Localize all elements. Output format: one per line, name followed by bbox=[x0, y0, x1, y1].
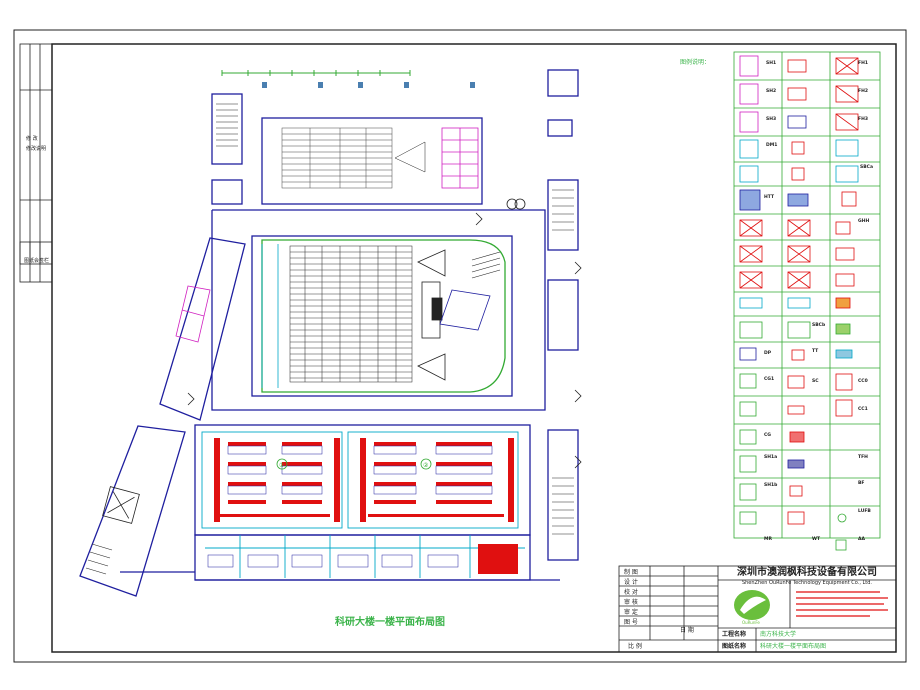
lab-marker-1: ① bbox=[279, 462, 284, 469]
role-label: 审 核 bbox=[624, 598, 638, 606]
project-label: 工程名称 bbox=[722, 630, 746, 638]
legend-code: TFH bbox=[858, 454, 868, 460]
left-wing-stairs bbox=[102, 486, 140, 524]
legend-code: HTT bbox=[764, 194, 775, 200]
legend-code: CC0 bbox=[858, 378, 868, 384]
stair-hatching bbox=[85, 103, 574, 575]
legend-codes: SH1 SH2 SH3 DM1 SBCa HTT FH1 FH2 FH3 GHH… bbox=[764, 60, 873, 542]
legend-code: MR bbox=[764, 536, 772, 542]
legend-code: LUFB bbox=[858, 508, 871, 514]
legend-code: CG1 bbox=[764, 376, 774, 382]
company-name-en: ShenZhen OuRunFe Technology Equipment Co… bbox=[742, 580, 872, 586]
logo-text: OuRunFe bbox=[742, 620, 760, 625]
legend-code: SH1b bbox=[764, 482, 778, 488]
door-symbols bbox=[187, 198, 582, 469]
lab-benches bbox=[214, 438, 518, 574]
drawing-name-value: 科研大楼一楼平面布局图 bbox=[760, 642, 826, 650]
restroom-block bbox=[441, 127, 479, 189]
column-markers bbox=[262, 82, 475, 88]
left-wing-rooms bbox=[175, 285, 211, 343]
legend-code: GHH bbox=[858, 218, 869, 224]
lab-bench-outlines bbox=[207, 445, 493, 568]
legend-code: FH2 bbox=[858, 88, 868, 94]
title-block-grid bbox=[618, 565, 897, 653]
role-label: 图 号 bbox=[624, 619, 638, 626]
drawing-name-label: 图纸名称 bbox=[722, 642, 746, 650]
axis-rail bbox=[221, 70, 411, 76]
legend-code: SH1a bbox=[764, 454, 777, 460]
company-logo bbox=[734, 590, 770, 620]
role-label: 校 对 bbox=[624, 588, 638, 596]
legend-code: AA bbox=[858, 536, 865, 542]
role-label: 制 图 bbox=[624, 568, 638, 576]
scale-label: 比 例 bbox=[628, 642, 642, 650]
legend-code: BF bbox=[858, 480, 865, 486]
stage-area bbox=[417, 249, 491, 381]
side-row-label: 修 改 bbox=[26, 135, 38, 142]
legend-code: FH3 bbox=[858, 116, 868, 122]
legend-symbols bbox=[739, 55, 859, 551]
lab-circle-markers bbox=[276, 458, 432, 470]
legend-code: FH1 bbox=[858, 60, 868, 66]
role-label: 设 计 bbox=[624, 578, 638, 586]
auditorium-side-rails bbox=[261, 244, 279, 388]
company-name-cn: 深圳市澳润枫科技设备有限公司 bbox=[737, 565, 877, 578]
legend-code: DP bbox=[764, 350, 772, 356]
role-label: 审 定 bbox=[624, 608, 638, 616]
side-revision-table bbox=[19, 43, 53, 283]
legend-code: CC1 bbox=[858, 406, 868, 412]
plan-title: 科研大楼一楼平面布局图 bbox=[335, 615, 445, 628]
project-value: 南方科技大学 bbox=[760, 630, 796, 638]
legend-code: CG bbox=[764, 432, 771, 438]
building-walls bbox=[79, 69, 579, 597]
legend-code: SBCa bbox=[860, 164, 873, 170]
legend-code: DM1 bbox=[766, 142, 777, 148]
legend-code: SH3 bbox=[766, 116, 776, 122]
legend-code: SBCb bbox=[812, 322, 826, 328]
company-notes bbox=[796, 591, 888, 617]
lab-marker-2: ② bbox=[423, 462, 429, 469]
auditorium-seating bbox=[289, 245, 413, 383]
legend-grid bbox=[733, 51, 881, 539]
legend-code: SH1 bbox=[766, 60, 776, 66]
legend-code: SH2 bbox=[766, 88, 776, 94]
lab-partitions bbox=[201, 431, 525, 578]
side-row-label: 修改说明 bbox=[26, 145, 46, 152]
side-row-label: 图纸会签栏 bbox=[24, 257, 49, 264]
legend-code: SC bbox=[812, 378, 819, 384]
date-label: 日 期 bbox=[680, 626, 694, 634]
legend-caption: 图例说明： bbox=[680, 58, 710, 66]
legend-code: TT bbox=[812, 348, 819, 354]
inner-frame bbox=[51, 43, 897, 653]
lecture-seating bbox=[281, 127, 426, 189]
legend-code: WT bbox=[812, 536, 821, 542]
